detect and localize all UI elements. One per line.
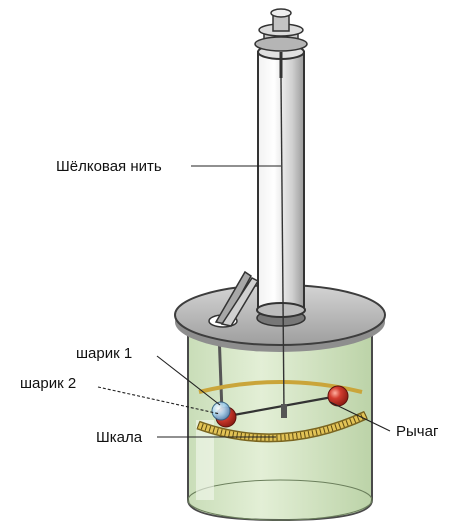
label-ball-1: шарик 1: [76, 345, 132, 362]
glass-vessel: [187, 329, 373, 522]
label-silk-thread: Шёлковая нить: [56, 158, 162, 175]
lever-arm: [227, 394, 339, 418]
label-lever: Рычаг: [396, 423, 439, 440]
label-scale: Шкала: [96, 429, 143, 446]
label-ball-2: шарик 2: [20, 375, 76, 392]
leader-lines: [97, 165, 391, 438]
silk-thread: [280, 77, 285, 413]
torsion-head-knob: [254, 8, 308, 78]
ball-1-blue: [211, 401, 231, 421]
